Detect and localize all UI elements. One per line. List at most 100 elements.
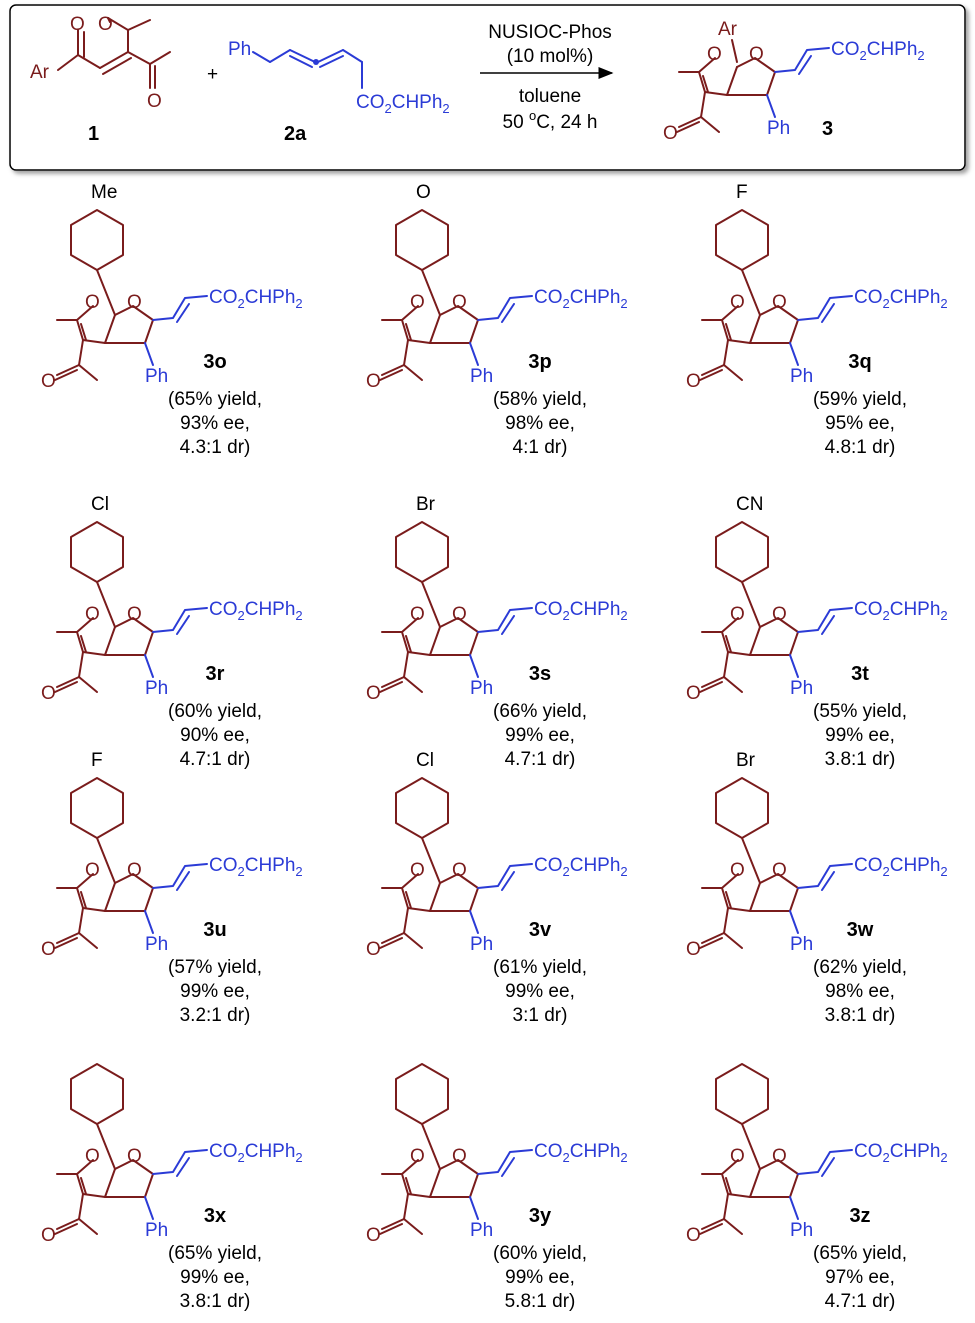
acetyl-bond [78,907,84,934]
compound-id: 3o [203,351,226,373]
acetyl-me [403,676,423,693]
compound-id: 3v [529,919,552,941]
acetyl-bond [403,339,409,366]
acetyl-oxygen: O [366,1225,381,1246]
acetyl-me [78,1218,98,1235]
acetyl-bond [403,651,409,678]
aryl-substituent: F [91,750,103,771]
side-chain-double [501,303,515,323]
acetyl-me [700,116,720,133]
yield-text: (65% yield, [168,1243,262,1264]
plus-sign: + [207,64,218,85]
acetyl-oxygen: O [41,683,56,704]
ph-bond [144,342,154,366]
phenyl-label: Ph [790,678,813,699]
dr-text: 4:1 dr) [513,437,568,458]
compound-id: 3x [204,1205,226,1227]
ester-label: CO2CHPh2 [854,855,948,879]
reactant2-label: 2a [284,123,307,145]
yield-text: (66% yield, [493,701,587,722]
side-chain [477,1149,533,1175]
acetyl-bond [723,339,729,366]
ring-oxygen-right: O [452,292,467,313]
dr-text: 4.3:1 dr) [180,437,251,458]
acetyl-co2 [699,681,723,693]
ring-oxygen-left: O [410,292,425,313]
side-chain-double [176,303,190,323]
acetyl-bond [78,1193,84,1220]
ee-text: 98% ee, [825,981,895,1002]
acetyl-me [403,1218,423,1235]
acetyl-oxygen: O [686,371,701,392]
ester-label: CO2CHPh2 [534,287,628,311]
enol-double-bond [725,635,732,653]
yield-text: (57% yield, [168,957,262,978]
aryl-ring [395,521,449,583]
ester-label: CO2CHPh2 [209,855,303,879]
phenyl-label: Ph [145,934,168,955]
acetyl-co2 [699,369,723,381]
ring-oxygen-right: O [127,604,142,625]
reactant1-ar: Ar [30,62,50,83]
aryl-bond [96,1123,116,1170]
acetyl-oxygen: O [686,1225,701,1246]
acetyl-oxygen: O [366,683,381,704]
aryl-ring [70,521,124,583]
phenyl-label: Ph [470,934,493,955]
aryl-substituent: F [736,182,748,203]
aryl-ring [70,777,124,839]
side-chain [797,295,853,321]
aryl-ring [715,521,769,583]
acetyl-co [381,364,405,376]
product3-label: 3 [822,118,833,140]
ph-bond [469,654,479,678]
enol-double-bond [405,323,412,341]
side-chain [477,295,533,321]
reactant1-label: 1 [88,123,99,145]
side-chain [797,1149,853,1175]
side-chain-double [821,871,835,891]
acetyl-me [78,676,98,693]
aryl-ring [70,1063,124,1125]
ester-label: CO2CHPh2 [854,287,948,311]
ph-bond [144,654,154,678]
ring-oxygen-left: O [730,860,745,881]
ph-bond [789,1196,799,1220]
side-chain [152,863,208,889]
ee-text: 99% ee, [180,981,250,1002]
side-chain-double [501,871,515,891]
catalyst-text: NUSIOC-Phos [488,22,612,43]
yield-text: (60% yield, [493,1243,587,1264]
acetyl-co [381,932,405,944]
side-chain [152,1149,208,1175]
acetyl-me [723,364,743,381]
reactant1-oxygen-1: O [98,14,113,35]
aryl-ring [715,1063,769,1125]
aryl-bond [741,1123,761,1170]
acetyl-oxygen: O [686,683,701,704]
ester-label: CO2CHPh2 [209,287,303,311]
acetyl-co2 [379,1223,403,1235]
phenyl-label: Ph [470,366,493,387]
allene-center-dot [313,59,319,65]
enol-double-bond [405,1177,412,1195]
acetyl-co2 [54,681,78,693]
acetyl-co [381,676,405,688]
aryl-ring [395,209,449,271]
phenyl-label: Ph [470,1220,493,1241]
compound-id: 3u [203,919,226,941]
ph-bond [469,342,479,366]
ring-oxygen-left: O [410,1146,425,1167]
ring-oxygen-right: O [452,860,467,881]
yield-text: (62% yield, [813,957,907,978]
ee-text: 90% ee, [180,725,250,746]
dr-text: 4.7:1 dr) [825,1291,896,1312]
side-chain-double [821,303,835,323]
ph-bond [469,1196,479,1220]
